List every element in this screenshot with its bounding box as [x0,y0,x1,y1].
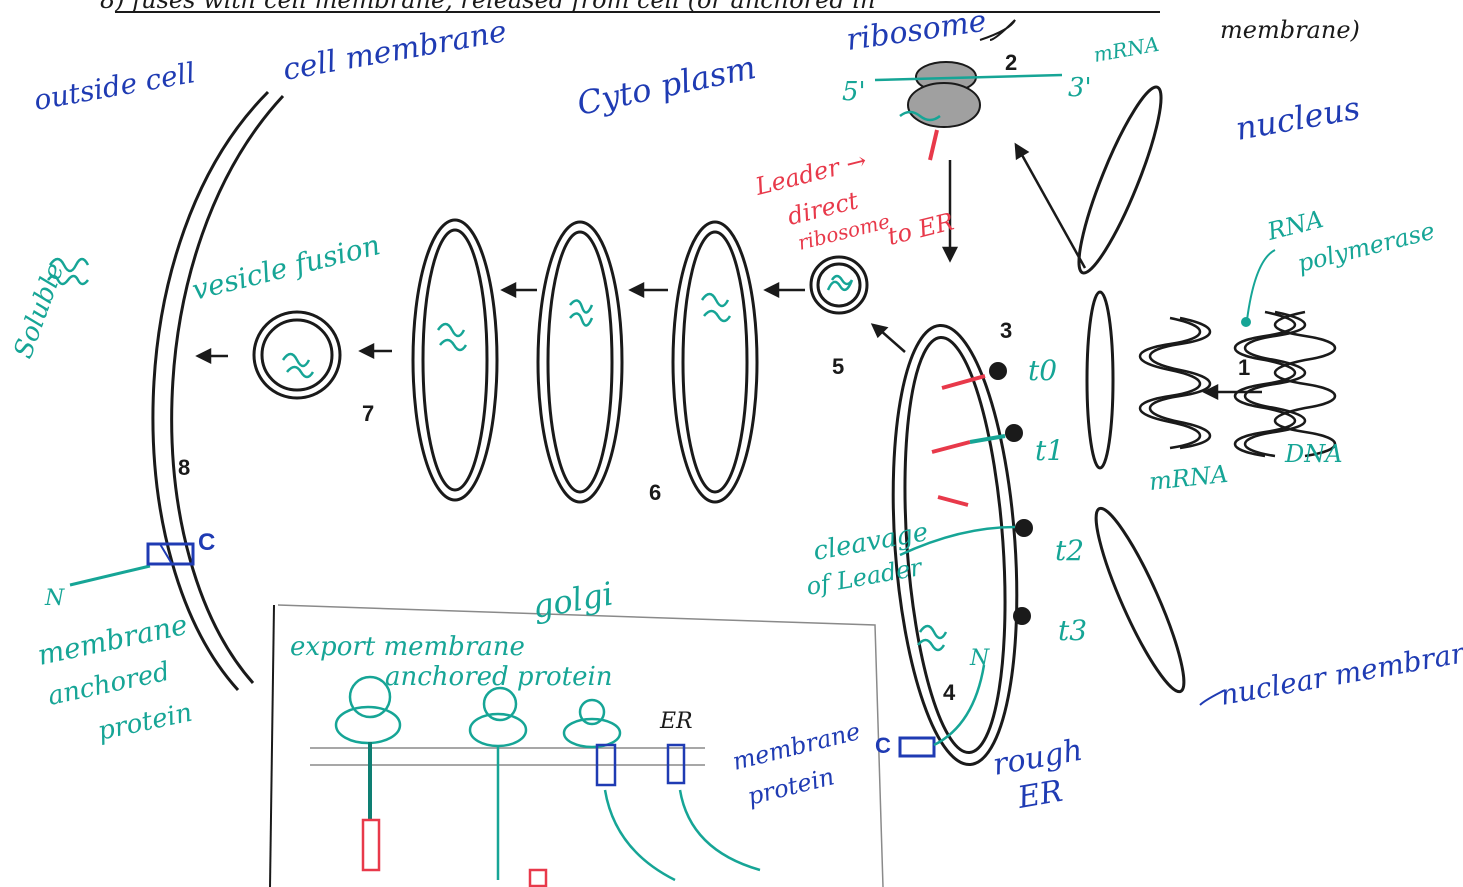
nuclear-membrane [1066,81,1197,699]
mrna-top-label: mRNA [1092,32,1161,67]
anchored-n-label: N [44,586,65,611]
t1-label: t1 [1035,434,1064,467]
header-text-2: membrane) [1220,16,1360,44]
t2-label: t2 [1055,534,1084,567]
step-3: 3 [1000,318,1012,343]
anchored-protein [70,544,193,585]
mrna-helix [1140,318,1210,448]
membrane-protein-label-1: membrane [730,717,863,776]
er-n-label: N [969,646,990,671]
flow-arrows [198,145,1262,398]
rna-label: RNA [1264,205,1326,246]
step-4: 4 [943,680,956,705]
step-1: 1 [1238,355,1250,380]
step-2: 2 [1005,50,1017,75]
cell-membrane-label: cell membrane [280,14,509,88]
rough-label: rough [990,733,1085,783]
golgi-stack-1 [413,220,497,500]
golgi-label: golgi [530,574,616,625]
step-6: 6 [649,480,661,505]
membrane-anchored-label-3: protein [95,698,195,747]
annotation-arrows [1242,250,1275,326]
step-5: 5 [832,354,844,379]
header: 8) fuses with cell membrane, released fr… [100,0,1360,44]
t0-label: t0 [1028,354,1057,387]
golgi-stack-2 [538,222,622,502]
outside-cell-label: outside cell [31,56,197,117]
anchored-c-label: C [198,529,215,556]
step-8: 8 [178,455,190,480]
t3-label: t3 [1058,614,1087,647]
er-c-label: C [875,733,891,758]
to-er-label: to ER [885,207,957,250]
step-7: 7 [362,401,374,426]
nucleus-label: nucleus [1233,89,1363,148]
mrna-label: mRNA [1148,460,1230,496]
export-title-1: export membrane [290,632,525,662]
cytoplasm-label: Cyto plasm [574,48,759,123]
header-text: 8) fuses with cell membrane, released fr… [100,0,875,14]
nuclear-membrane-label: nuclear membrane [1217,633,1463,712]
dna-label: DNA [1284,440,1343,468]
er-inset-label: ER [659,709,693,734]
five-prime-label: 5' [842,77,866,107]
soluble-label: Soluble [8,259,70,362]
er-label: ER [1014,774,1065,816]
golgi-stack-3 [673,222,757,502]
export-title-2: anchored protein [385,662,613,692]
cell-membrane [153,92,283,690]
vesicle-fusion-label: vesicle fusion [189,228,384,307]
three-prime-label: 3' [1068,73,1092,103]
dna-helix [1235,312,1335,456]
secretory-vesicle [254,312,340,398]
